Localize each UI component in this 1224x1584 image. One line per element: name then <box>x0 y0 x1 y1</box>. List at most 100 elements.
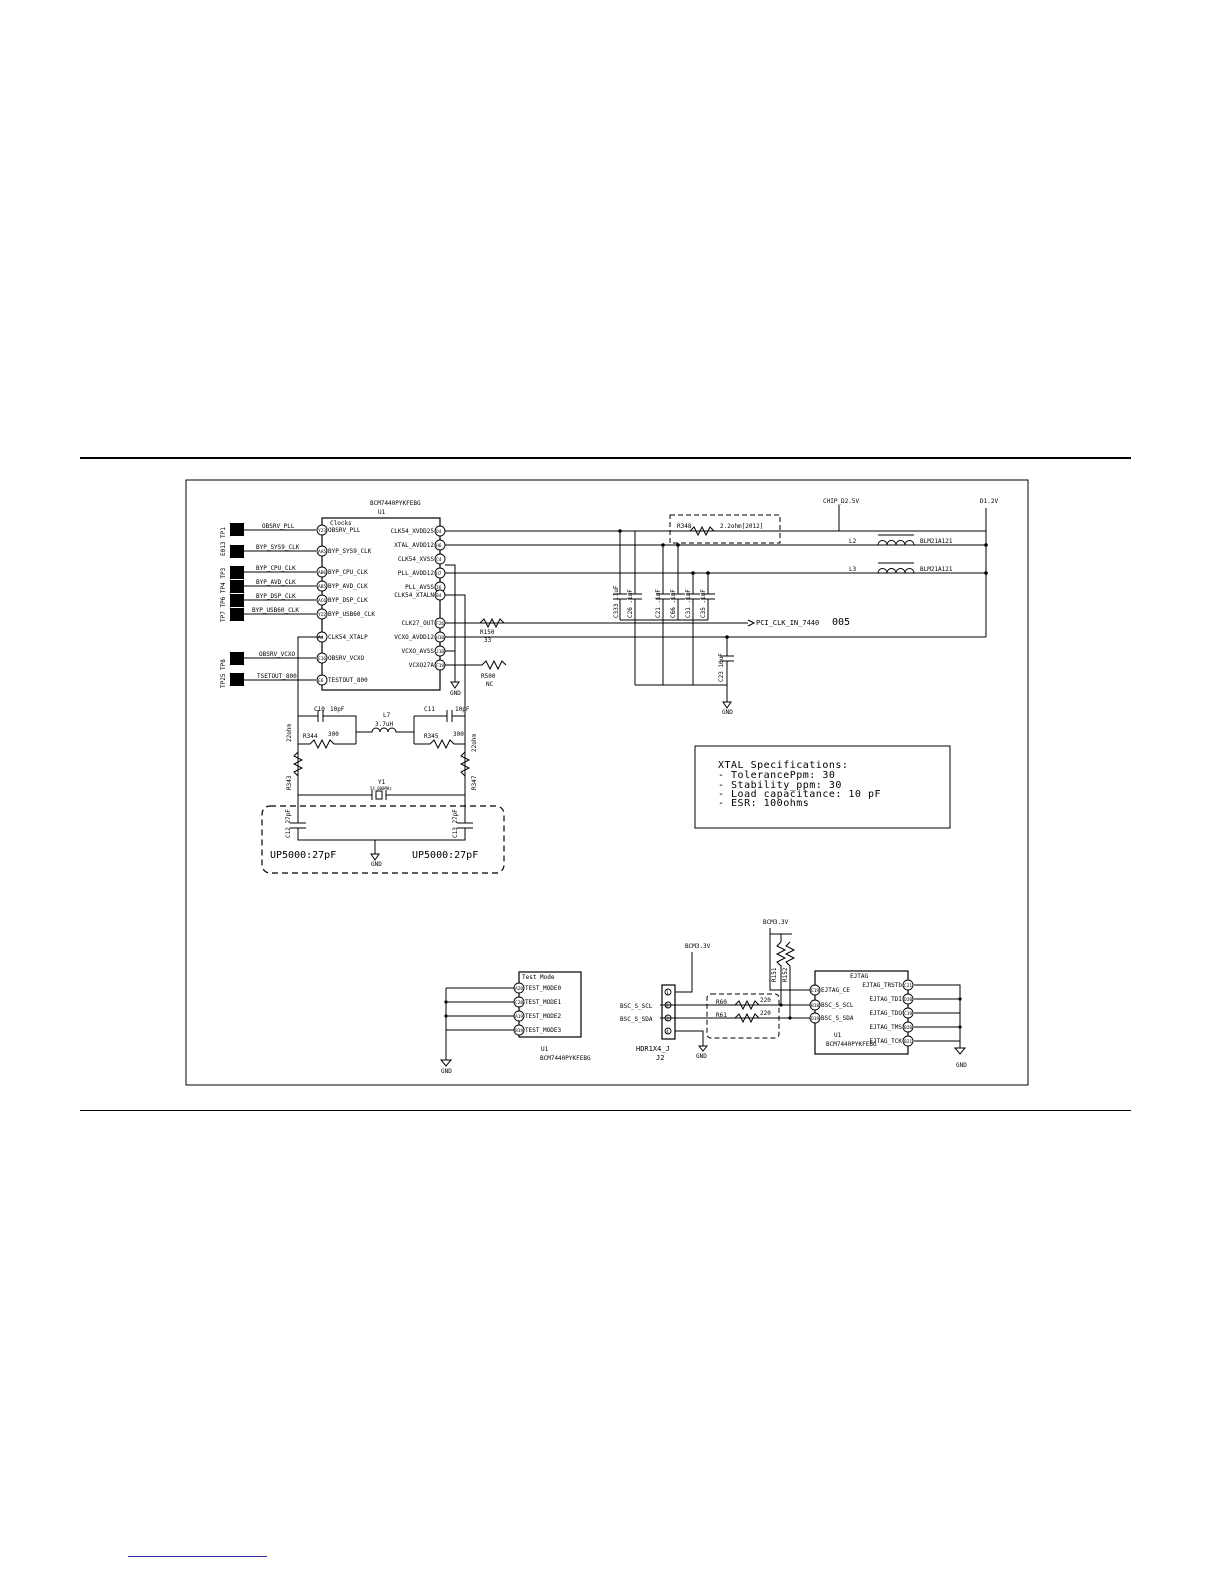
bsc-option-box <box>706 993 780 1039</box>
u1-section-label: Clocks <box>330 520 352 527</box>
u1-left-pin-circle <box>316 608 328 620</box>
r151-resistor <box>775 941 787 1005</box>
r61-resistor <box>734 1012 760 1024</box>
u1-left-pin-name: BYP_SYS9_CLK <box>328 548 372 555</box>
ejtag-right-pin-number: C21 <box>904 983 912 989</box>
cap-label-6: C35 .1uF <box>700 589 707 618</box>
r348-option-box <box>669 514 781 544</box>
l7-ref: L7 <box>383 712 391 719</box>
tp5-marker <box>229 579 245 594</box>
wire-j2-gnd <box>675 1030 709 1052</box>
j2-pin-4: 4 <box>666 1029 669 1035</box>
ejtag-left-pin-name: BSC_S_SDA <box>821 1015 854 1022</box>
u1-right-pin-number: J10 <box>436 649 444 655</box>
gnd-label-test: GND <box>441 1068 452 1075</box>
pullup-rail <box>769 928 792 942</box>
ejtag-right-pin-name: EJTAG_TDI <box>869 996 902 1003</box>
r150-val: 33 <box>484 637 492 644</box>
bottom-rule <box>80 1110 1131 1111</box>
ejtag-left-pin-name: EJTAG_CE <box>821 987 850 994</box>
l2-val: BLM21A121 <box>920 538 953 545</box>
c11-ref: C11 <box>424 706 435 713</box>
r61-ref: R61 <box>716 1012 727 1019</box>
footer-link-underline[interactable] <box>128 1556 267 1557</box>
xtal-spec-line-4: - ESR: 100ohms <box>718 798 809 809</box>
gnd-label-caps: GND <box>722 709 733 716</box>
u1-left-pin-number: E16 <box>318 656 326 662</box>
l2-ref: L2 <box>849 538 857 545</box>
u1-left-pin-number: Y23 <box>318 528 326 534</box>
test-mode-pin-name: TEST_MODE2 <box>525 1013 562 1020</box>
r344-val: 300 <box>328 731 339 738</box>
tp-label-2: TP7 TP6 TP4 TP3 <box>220 567 227 622</box>
u1-left-pin-circle <box>316 545 328 557</box>
net-byp-sys9: BYP_SYS9_CLK <box>256 544 300 551</box>
j2-ref: J2 <box>656 1054 664 1062</box>
cap-label-5: C31 .1uF <box>685 589 692 618</box>
u1-left-pin-name: BYP_CPU_CLK <box>328 569 368 576</box>
u1-right-pin-name: CLK54_XTALN <box>394 592 434 599</box>
tp-label-1: E013 TP1 <box>220 527 227 556</box>
u1-right-pin-number: H10 <box>436 635 444 641</box>
u1-left-pin-name: BYP_USB60_CLK <box>328 611 375 618</box>
wire-xtalp <box>297 636 323 812</box>
net-tsetout: TSETOUT_800 <box>257 673 297 680</box>
ejtag-part: BCM7440PYKFEBG <box>826 1041 877 1048</box>
wire-j2-vcc <box>675 952 693 993</box>
u1-left-pin-circle <box>316 524 328 536</box>
sheet-ref: 005 <box>832 617 850 628</box>
l3-ref: L3 <box>849 566 857 573</box>
net-obsrv-pll: OBSRV_PLL <box>262 523 295 530</box>
wire-u1-gnd <box>445 564 456 682</box>
l7-val: 3.7uH <box>375 721 393 728</box>
cap-label-3: C21 .1uF <box>655 589 662 618</box>
r150-resistor <box>479 617 505 629</box>
y1-ref: Y1 <box>378 779 386 786</box>
r151-ref: R151 <box>771 967 778 982</box>
u1-right-pin-name: CLK27_OUT <box>401 620 434 627</box>
cl-right-label: C13 27pF <box>452 809 459 838</box>
u1-part-label: BCM7440PYKFEBG <box>370 500 421 507</box>
u1-left-pin-number: A4 <box>318 635 324 641</box>
u1-right-pin-name: VCXO_AVDD12 <box>394 634 434 641</box>
test-mode-pin-number: B19 <box>515 1028 523 1034</box>
u1-left-pin-circle <box>316 674 328 686</box>
ejtag-right-pin-circle <box>902 1021 914 1033</box>
gnd-label-ejtag: GND <box>956 1062 967 1069</box>
xtal-spec-line-3: - Load capacitance: 10 pF <box>718 789 881 800</box>
tp6-marker <box>229 593 245 608</box>
net-pci-clk: PCI_CLK_IN_7440 <box>756 619 819 627</box>
u1-left-pin-number: AA5 <box>318 549 326 555</box>
load-cap-option-box <box>261 805 505 874</box>
ejtag-title: EJTAG <box>850 973 868 980</box>
r348-resistor <box>689 525 715 537</box>
ejtag-right-pin-name: EJTAG_TRSTb <box>862 982 902 989</box>
net-obsrv-vcxo: OBSRV_VCXO <box>259 651 296 658</box>
cap-label-1: C333 .1uF <box>613 585 620 618</box>
u1-right-pin-name: VCXO27A <box>409 662 435 669</box>
j2-header <box>661 984 676 1040</box>
u1-right-pin-name: PLL_AVSS <box>405 584 434 591</box>
wire-ejtag-ce <box>769 942 810 991</box>
tp25-marker <box>229 672 245 687</box>
ejtag-right-pin-circle <box>902 1035 914 1047</box>
ejtag-left-pin-number: E19 <box>811 988 819 994</box>
test-mode-gnd-wire <box>439 988 453 1067</box>
ejtag-right-pin-number: B20 <box>904 1025 912 1031</box>
u1-right-pin-name: XTAL_AVDD12 <box>394 542 434 549</box>
ejtag-right-pin-name: EJTAG_TMS <box>869 1024 902 1031</box>
tp8-marker <box>229 651 245 666</box>
net-byp-avd: BYP_AVD_CLK <box>256 579 296 586</box>
c11-val: 10pF <box>455 706 470 713</box>
cap-label-4: C66 .1uF <box>670 589 677 618</box>
u1-right-pin-number: D4 <box>436 529 442 535</box>
u1-left-pin-name: BYP_DSP_CLK <box>328 597 368 604</box>
r152-ref: R152 <box>782 967 789 982</box>
u1-right-pin-number: H6 <box>436 543 442 549</box>
xtal-network <box>290 710 473 861</box>
cl-left-label: C12 27pF <box>285 809 292 838</box>
u1-left-pin-name: CLK54_XTALP <box>328 634 368 641</box>
